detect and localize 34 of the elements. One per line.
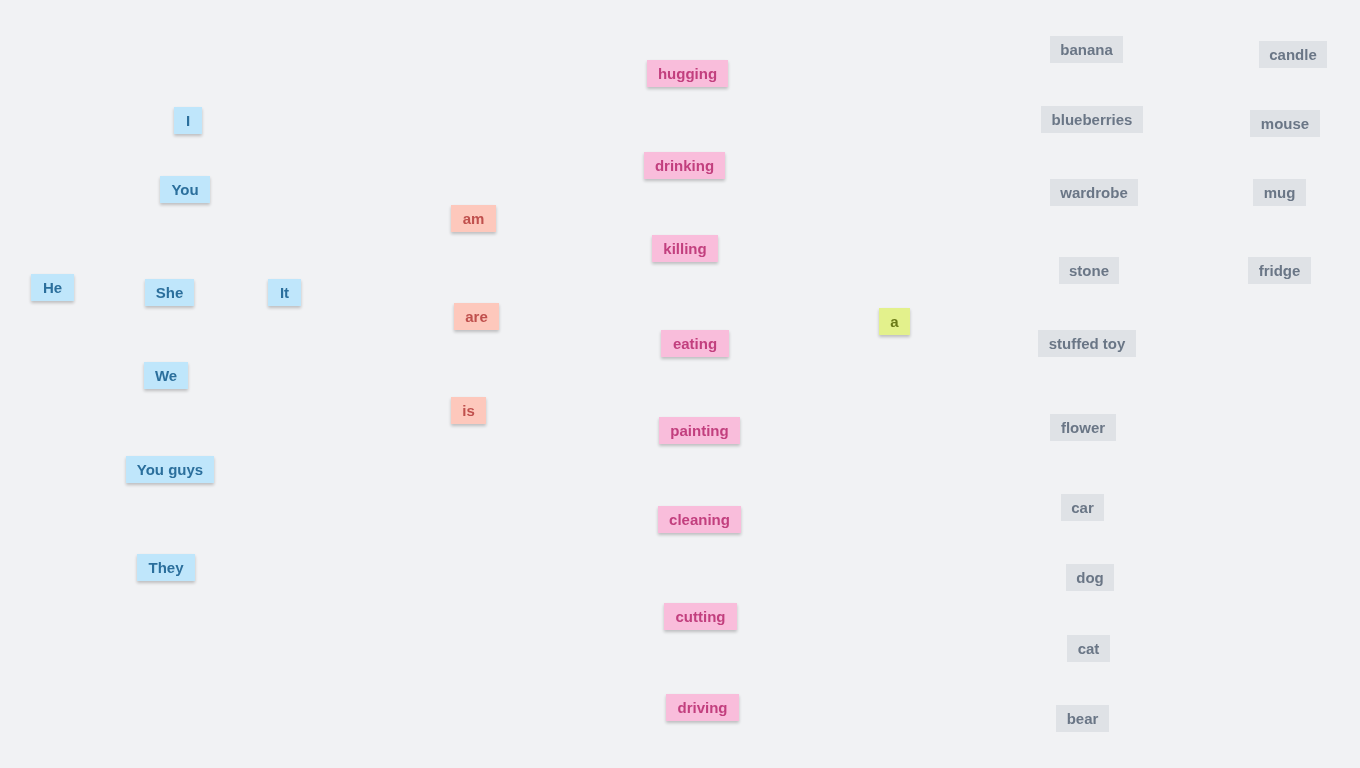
word-tag: mug (1253, 179, 1306, 206)
sticky-note: We (144, 362, 188, 389)
sticky-note: painting (659, 417, 740, 444)
word-tag: banana (1050, 36, 1123, 63)
word-tag: stone (1059, 257, 1119, 284)
word-tag: bear (1056, 705, 1109, 732)
sticky-note: He (31, 274, 74, 301)
word-tag: blueberries (1041, 106, 1143, 133)
sticky-note: driving (666, 694, 739, 721)
word-tag: wardrobe (1050, 179, 1138, 206)
sticky-note: You (160, 176, 210, 203)
sticky-note: She (145, 279, 194, 306)
sticky-note: cleaning (658, 506, 741, 533)
sticky-note: hugging (647, 60, 728, 87)
word-tag: flower (1050, 414, 1116, 441)
word-tag: fridge (1248, 257, 1311, 284)
word-tag: dog (1066, 564, 1114, 591)
word-tag: cat (1067, 635, 1110, 662)
sticky-note: I (174, 107, 202, 134)
word-tag: candle (1259, 41, 1327, 68)
sticky-note: killing (652, 235, 718, 262)
sticky-note: You guys (126, 456, 214, 483)
sticky-note: drinking (644, 152, 725, 179)
sticky-note: is (451, 397, 486, 424)
sticky-note: It (268, 279, 301, 306)
word-tag: stuffed toy (1038, 330, 1136, 357)
word-tag: mouse (1250, 110, 1320, 137)
sticky-note: eating (661, 330, 729, 357)
sticky-note: cutting (664, 603, 737, 630)
sticky-note: am (451, 205, 496, 232)
word-tag: car (1061, 494, 1104, 521)
sticky-note: They (137, 554, 195, 581)
sticky-note: a (879, 308, 910, 335)
sticky-note: are (454, 303, 499, 330)
